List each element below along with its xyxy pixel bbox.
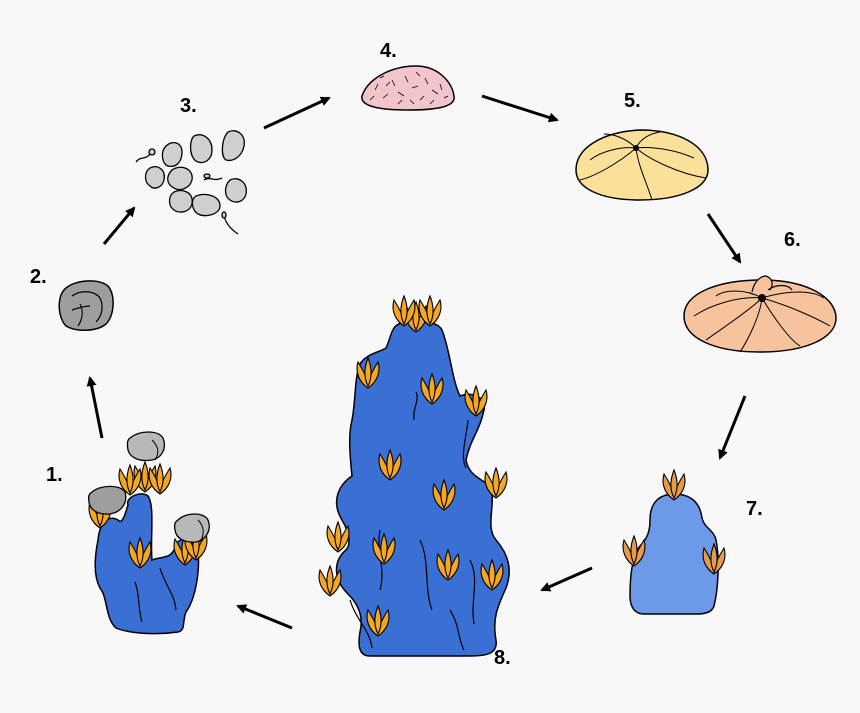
stage-label-1: 1. <box>46 464 63 486</box>
stage-1-sponge-with-gemmules <box>87 431 210 635</box>
stage-6-juvenile <box>683 275 837 353</box>
stage-2-gemmule <box>58 280 114 331</box>
stage-1-sponge-body <box>94 493 200 635</box>
stage-7-young-sponge <box>622 469 726 615</box>
arrow-6-to-7 <box>718 395 747 460</box>
arrow-2-to-3 <box>102 206 136 245</box>
stage-label-2: 2. <box>30 266 47 288</box>
stage-label-3: 3. <box>180 95 197 117</box>
stage-labels: 1. 2. 3. 4. 5. 6. 7. 8. <box>30 40 801 669</box>
stage-label-6: 6. <box>784 229 801 251</box>
arrow-8-to-1 <box>236 604 293 630</box>
stage-label-8: 8. <box>494 647 511 669</box>
arrow-4-to-5 <box>481 94 559 123</box>
cycle-arrows <box>86 94 747 630</box>
stage-3-released-cells <box>135 130 247 235</box>
arrow-1-to-2 <box>86 376 104 439</box>
arrow-7-to-8 <box>540 566 593 592</box>
stage-label-4: 4. <box>380 40 397 62</box>
stage-label-5: 5. <box>624 90 641 112</box>
stage-8-mature-sponge <box>318 295 510 657</box>
stage-1-gemmules <box>87 431 210 543</box>
stage-5-settled-larva <box>575 129 709 201</box>
arrow-5-to-6 <box>706 213 742 264</box>
arrow-3-to-4 <box>263 96 331 130</box>
stage-label-7: 7. <box>746 498 763 520</box>
stage-4-larva <box>361 65 455 111</box>
